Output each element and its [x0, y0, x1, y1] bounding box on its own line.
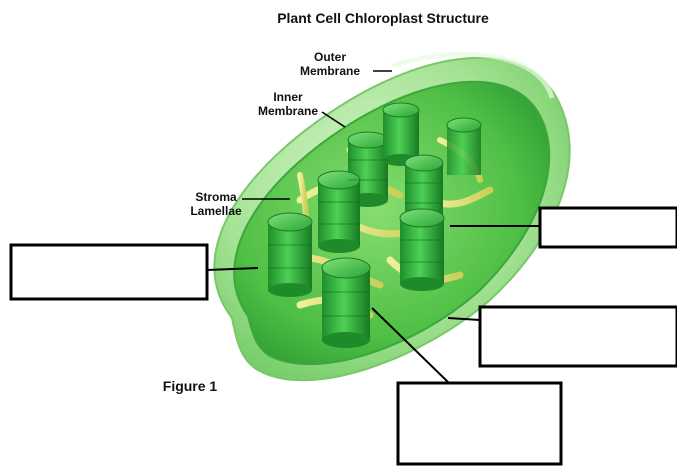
answer-box-bottom[interactable]: [398, 383, 561, 464]
answer-box-right-middle[interactable]: [480, 307, 677, 366]
label-outer-membrane-line2: Membrane: [300, 64, 360, 78]
label-outer-membrane-line1: Outer: [314, 50, 346, 64]
granum-6: [268, 213, 312, 297]
figure-caption: Figure 1: [163, 378, 218, 394]
label-stroma-lamellae: Stroma Lamellae: [190, 190, 242, 218]
label-inner-membrane-line1: Inner: [273, 90, 303, 104]
label-inner-membrane-line2: Membrane: [258, 104, 318, 118]
label-stroma-lamellae-line1: Stroma: [195, 190, 237, 204]
answer-box-right-top[interactable]: [540, 208, 677, 247]
diagram-title: Plant Cell Chloroplast Structure: [277, 10, 489, 26]
label-stroma-lamellae-line2: Lamellae: [190, 204, 242, 218]
granum-8: [322, 258, 370, 348]
label-outer-membrane: Outer Membrane: [300, 50, 360, 78]
label-inner-membrane: Inner Membrane: [258, 90, 318, 118]
answer-box-left[interactable]: [11, 245, 207, 299]
granum-5: [318, 171, 360, 253]
granum-3: [447, 118, 481, 175]
granum-7: [400, 209, 444, 291]
